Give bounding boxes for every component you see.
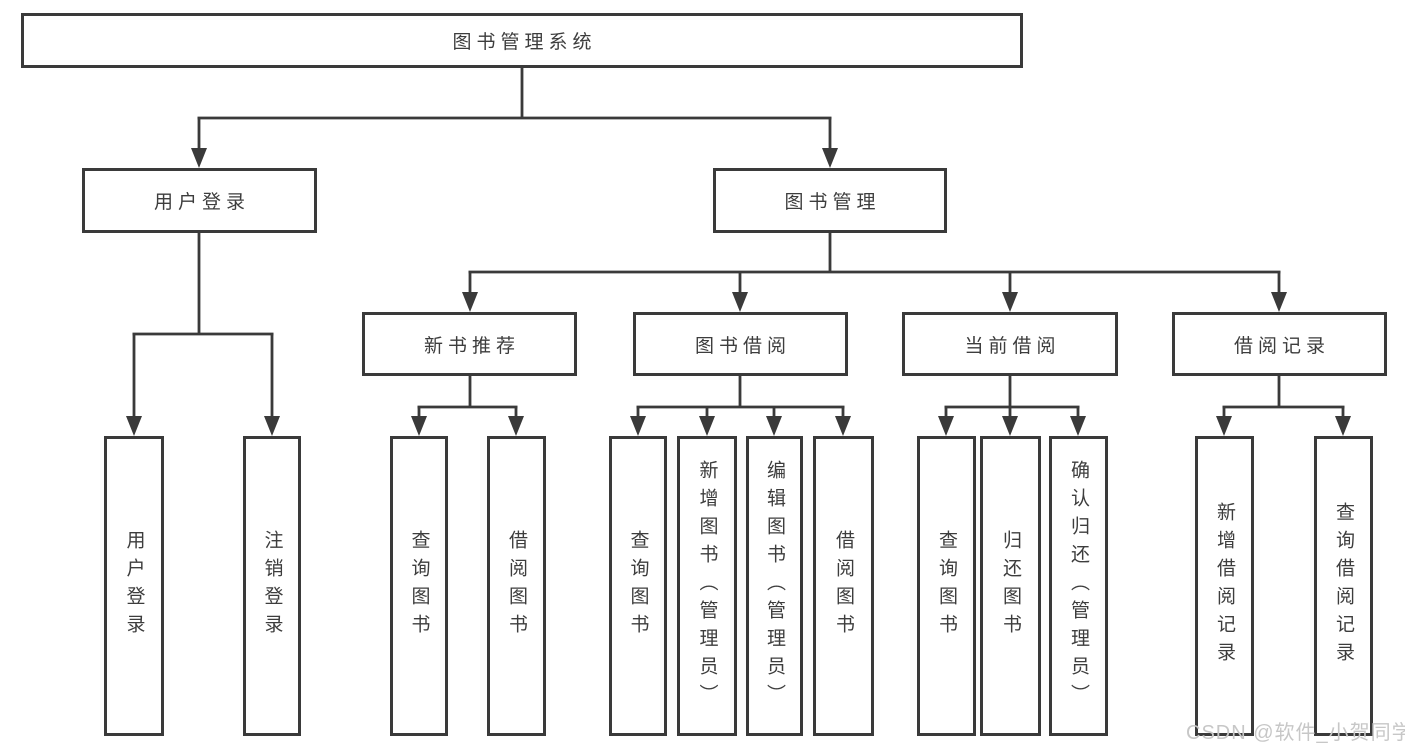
node-add-borrow-record-label: 新增借阅记录 [1214, 502, 1235, 670]
node-current-borrow-label: 当前借阅 [964, 335, 1061, 357]
node-root: 图书管理系统 [21, 13, 1023, 68]
node-borrow-books-borrow-label: 借阅图书 [833, 530, 854, 642]
node-book-borrow: 图书借阅 [633, 312, 848, 376]
node-query-borrow-record: 查询借阅记录 [1314, 436, 1373, 736]
node-new-book-recommend-label: 新书推荐 [423, 335, 520, 357]
node-query-books-borrow-label: 查询图书 [627, 530, 649, 642]
node-edit-book-admin-label: 编辑图书（管理员） [764, 460, 785, 712]
node-root-label: 图书管理系统 [452, 32, 597, 53]
node-book-borrow-label: 图书借阅 [694, 335, 791, 357]
node-query-books-recommend-label: 查询图书 [408, 530, 430, 642]
node-add-borrow-record: 新增借阅记录 [1195, 436, 1254, 736]
node-borrow-records: 借阅记录 [1172, 312, 1387, 376]
node-borrow-records-label: 借阅记录 [1233, 335, 1330, 357]
node-query-books-recommend: 查询图书 [390, 436, 448, 736]
node-current-borrow: 当前借阅 [902, 312, 1118, 376]
node-confirm-return-admin-label: 确认归还（管理员） [1068, 460, 1089, 712]
node-confirm-return-admin: 确认归还（管理员） [1049, 436, 1108, 736]
node-query-books-current-label: 查询图书 [936, 530, 957, 642]
node-book-management: 图书管理 [713, 168, 947, 233]
node-borrow-books-borrow: 借阅图书 [813, 436, 874, 736]
node-return-books: 归还图书 [980, 436, 1041, 736]
node-query-books-borrow: 查询图书 [609, 436, 667, 736]
node-query-books-current: 查询图书 [917, 436, 976, 736]
node-logout-label: 注销登录 [261, 530, 283, 642]
node-user-login-leaf: 用户登录 [104, 436, 164, 736]
node-edit-book-admin: 编辑图书（管理员） [746, 436, 803, 736]
node-user-login-leaf-label: 用户登录 [123, 530, 145, 642]
node-query-borrow-record-label: 查询借阅记录 [1333, 502, 1354, 670]
node-user-login: 用户登录 [82, 168, 317, 233]
node-add-book-admin-label: 新增图书（管理员） [696, 460, 718, 712]
node-logout: 注销登录 [243, 436, 301, 736]
node-book-management-label: 图书管理 [784, 192, 881, 213]
csdn-watermark: CSDN @软件_小贺同学 [1186, 722, 1405, 744]
node-add-book-admin: 新增图书（管理员） [677, 436, 737, 736]
node-borrow-books-recommend: 借阅图书 [487, 436, 546, 736]
node-return-books-label: 归还图书 [1000, 530, 1021, 642]
node-new-book-recommend: 新书推荐 [362, 312, 577, 376]
node-borrow-books-recommend-label: 借阅图书 [506, 530, 527, 642]
node-user-login-label: 用户登录 [153, 192, 250, 213]
